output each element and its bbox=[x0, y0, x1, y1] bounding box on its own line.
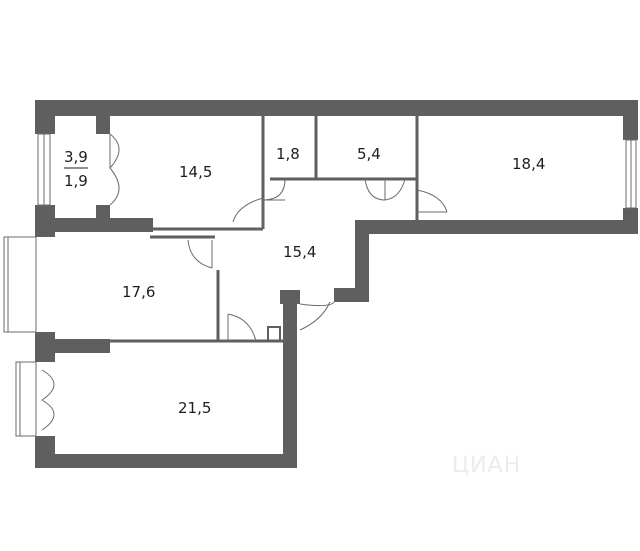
area-label-room-bottom: 21,5 bbox=[178, 399, 211, 417]
windows bbox=[3, 133, 637, 437]
area-label-bath-small: 1,8 bbox=[276, 145, 300, 163]
area-labels: 3,9 1,9 14,5 1,8 5,4 18,4 15,4 17,6 21,5 bbox=[64, 145, 545, 417]
area-label-hall: 15,4 bbox=[283, 243, 316, 261]
area-label-room-middle-left: 17,6 bbox=[122, 283, 155, 301]
interior-walls bbox=[110, 116, 419, 343]
area-label-bath: 5,4 bbox=[357, 145, 381, 163]
area-label-room-top-left: 14,5 bbox=[179, 163, 212, 181]
area-label-balcony-top: 3,9 bbox=[64, 148, 88, 166]
watermark-logo: ЦИАН bbox=[452, 453, 521, 478]
outer-walls bbox=[35, 100, 638, 468]
door-swings bbox=[41, 133, 448, 431]
area-label-balcony-top-alt: 1,9 bbox=[64, 172, 88, 190]
area-label-room-right: 18,4 bbox=[512, 155, 545, 173]
